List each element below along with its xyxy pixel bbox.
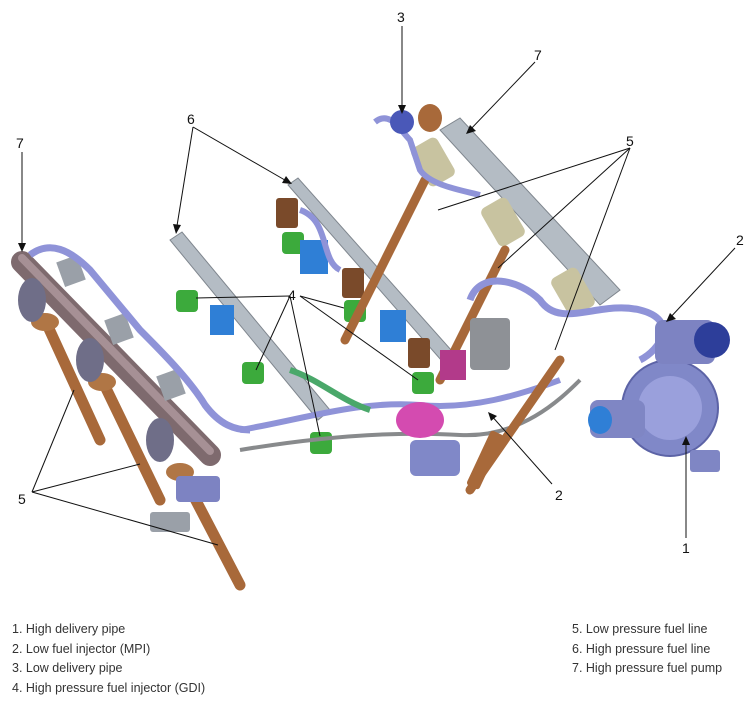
blue-brackets — [210, 240, 406, 342]
callout-6: 6 — [187, 111, 195, 127]
fuel-system-diagram: 7 7 3 6 5 4 2 2 1 5 — [11, 9, 744, 591]
callout-3: 3 — [397, 9, 405, 25]
center-copper-part — [466, 430, 504, 490]
legend-right: 5. Low pressure fuel line 6. High pressu… — [572, 620, 722, 679]
right-delivery-rail — [411, 117, 621, 317]
legend-item: 5. Low pressure fuel line — [572, 622, 708, 636]
left-delivery-rail — [11, 251, 221, 466]
high-pressure-pump — [588, 359, 720, 472]
low-delivery-fitting — [390, 110, 414, 134]
legend-item: 7. High pressure fuel pump — [572, 661, 723, 675]
left-low-pressure-pipe — [27, 244, 251, 434]
callout-7-right: 7 — [534, 47, 542, 63]
center-lower-body — [410, 440, 460, 476]
left-lower-bracket — [150, 512, 190, 532]
gdi-connectors — [276, 198, 430, 368]
center-magenta-part — [440, 350, 466, 380]
right-mpi-actuator — [655, 320, 730, 364]
low-delivery-pipe — [373, 115, 481, 198]
center-connector — [470, 318, 510, 370]
callout-leaders — [18, 26, 736, 546]
left-mpi-injectors — [18, 278, 246, 591]
legend-left: 1. High delivery pipe 2. Low fuel inject… — [12, 620, 205, 698]
callout-2-bottom: 2 — [555, 487, 563, 503]
low-delivery-fitting-ring — [418, 104, 442, 132]
callout-4: 4 — [288, 287, 296, 303]
legend-item: 3. Low delivery pipe — [12, 661, 123, 675]
callout-7-left: 7 — [16, 135, 24, 151]
callout-2-right: 2 — [736, 232, 744, 248]
callout-5-left: 5 — [18, 491, 26, 507]
callout-5-right: 5 — [626, 133, 634, 149]
legend-item: 2. Low fuel injector (MPI) — [12, 641, 151, 656]
legend-item: 1. High delivery pipe — [12, 622, 126, 636]
legend-item: 4. High pressure fuel injector (GDI) — [12, 680, 206, 695]
callout-1: 1 — [682, 540, 690, 556]
grey-return-line — [239, 378, 582, 452]
left-pipe-bracket — [176, 476, 220, 502]
green-hose — [289, 367, 371, 413]
legend-item: 6. High pressure fuel line — [572, 641, 711, 656]
center-pump-body — [396, 402, 444, 438]
